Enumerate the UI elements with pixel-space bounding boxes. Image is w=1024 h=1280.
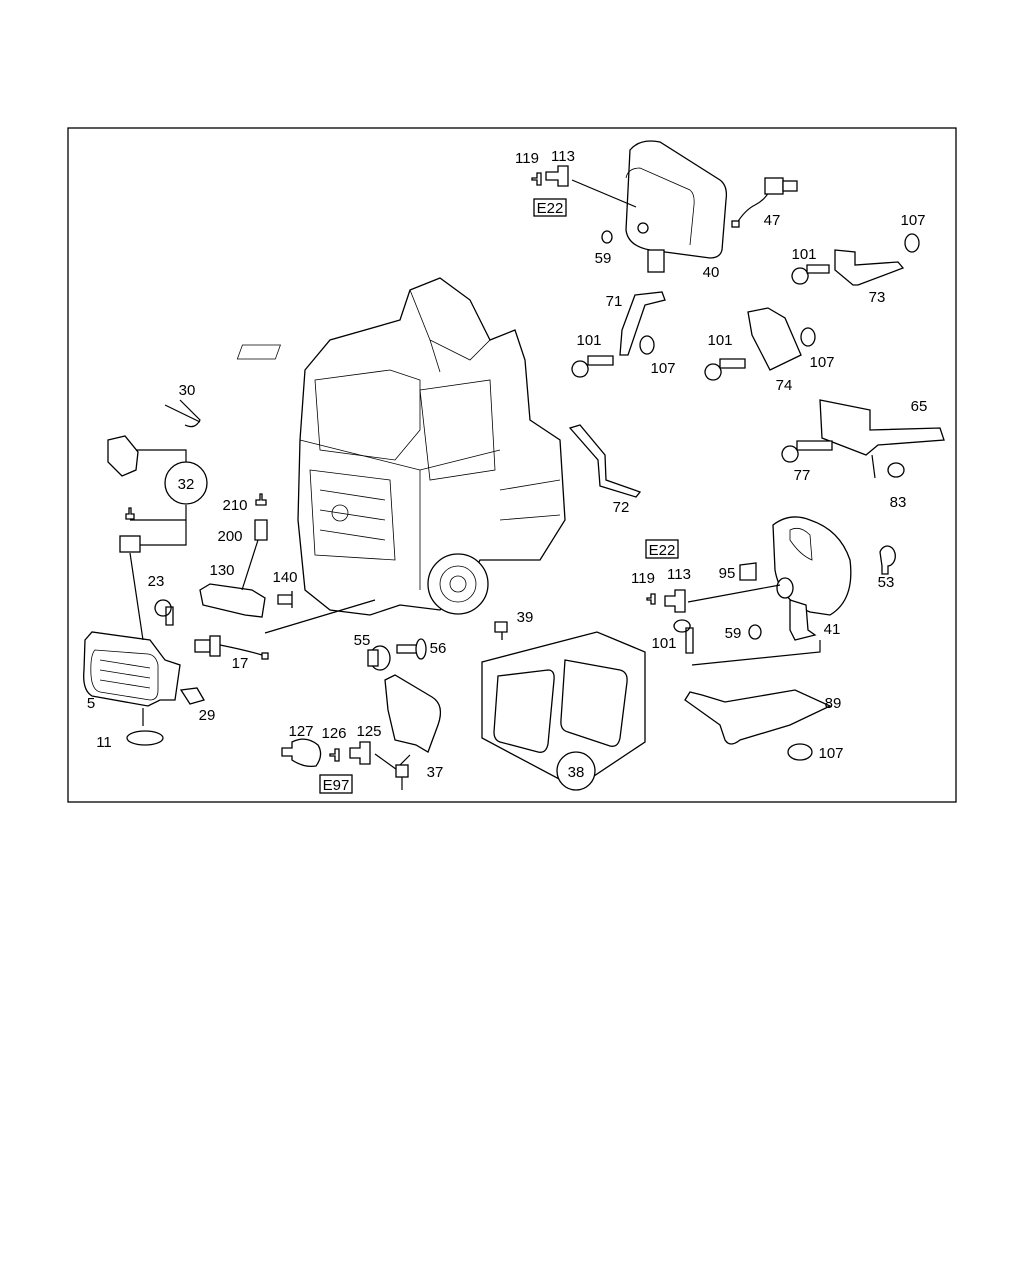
callout-circle-38 [556,751,596,791]
callout-41: 41 [824,621,841,638]
bulb-17 [194,635,269,660]
callout-71: 71 [606,293,623,310]
callout-101: 101 [707,332,732,349]
bulb-47 [731,177,798,228]
callout-65: 65 [911,398,928,415]
callout-59: 59 [725,625,742,642]
license-plate-lamp-37 [281,674,442,790]
callout-55: 55 [354,632,371,649]
bracket-89 [684,689,832,761]
callout-circle-32 [164,461,208,505]
connector-32-group [107,399,208,553]
callout-38: 38 [568,764,585,781]
callout-126: 126 [321,725,346,742]
callout-73: 73 [869,289,886,306]
callout-56: 56 [430,640,447,657]
bracket-73 [791,233,920,286]
callout-107: 107 [809,354,834,371]
callout-11: 11 [96,734,112,751]
callout-30: 30 [179,382,196,399]
callout-72: 72 [613,499,630,516]
callout-200: 200 [217,528,242,545]
callout-39: 39 [517,609,534,626]
callout-77: 77 [794,467,811,484]
boxed-ref-e97: E97 [323,777,350,794]
callout-101: 101 [791,246,816,263]
side-marker-130 [154,493,293,626]
callout-130: 130 [209,562,234,579]
callout-119: 119 [515,150,539,167]
work-lamp-41 [646,516,896,666]
callout-113: 113 [551,148,575,165]
boxed-ref-e22-right: E22 [649,542,676,559]
truck-cab-illustration [236,277,566,634]
callout-47: 47 [764,212,781,229]
bracket-65 [781,399,945,479]
work-lamp-40 [531,140,728,273]
bracket-72 [568,424,642,498]
boxed-ref-e22-top: E22 [537,200,564,217]
callout-40: 40 [703,264,720,281]
part-55-56 [367,638,427,671]
callout-101: 101 [651,635,676,652]
callout-89: 89 [825,695,842,712]
callout-119: 119 [631,570,655,587]
callout-107: 107 [818,745,843,762]
boxed-refs: E22 E22 E97 32 38 [178,200,679,794]
callout-17: 17 [232,655,249,672]
bracket-74 [704,307,816,381]
fog-lamp-5 [83,552,205,746]
callout-53: 53 [878,574,895,591]
callout-101: 101 [576,332,601,349]
callout-74: 74 [776,377,793,394]
callout-29: 29 [199,707,216,724]
callout-37: 37 [427,764,444,781]
mirror-glass-set-38 [481,621,646,791]
callout-113: 113 [667,566,691,583]
callout-83: 83 [890,494,907,511]
callout-125: 125 [356,723,381,740]
callout-95: 95 [719,565,736,582]
callout-107: 107 [650,360,675,377]
bracket-71 [571,291,666,378]
callout-59: 59 [595,250,612,267]
callout-127: 127 [288,723,313,740]
callout-107: 107 [900,212,925,229]
callout-23: 23 [148,573,165,590]
callout-5: 5 [87,695,95,712]
callout-labels: 119 113 59 40 47 107 101 73 71 101 107 101 107 74 30 65… [87,148,928,781]
callout-32: 32 [178,476,195,493]
diagram-frame [67,127,957,803]
callout-210: 210 [222,497,247,514]
callout-140: 140 [272,569,297,586]
